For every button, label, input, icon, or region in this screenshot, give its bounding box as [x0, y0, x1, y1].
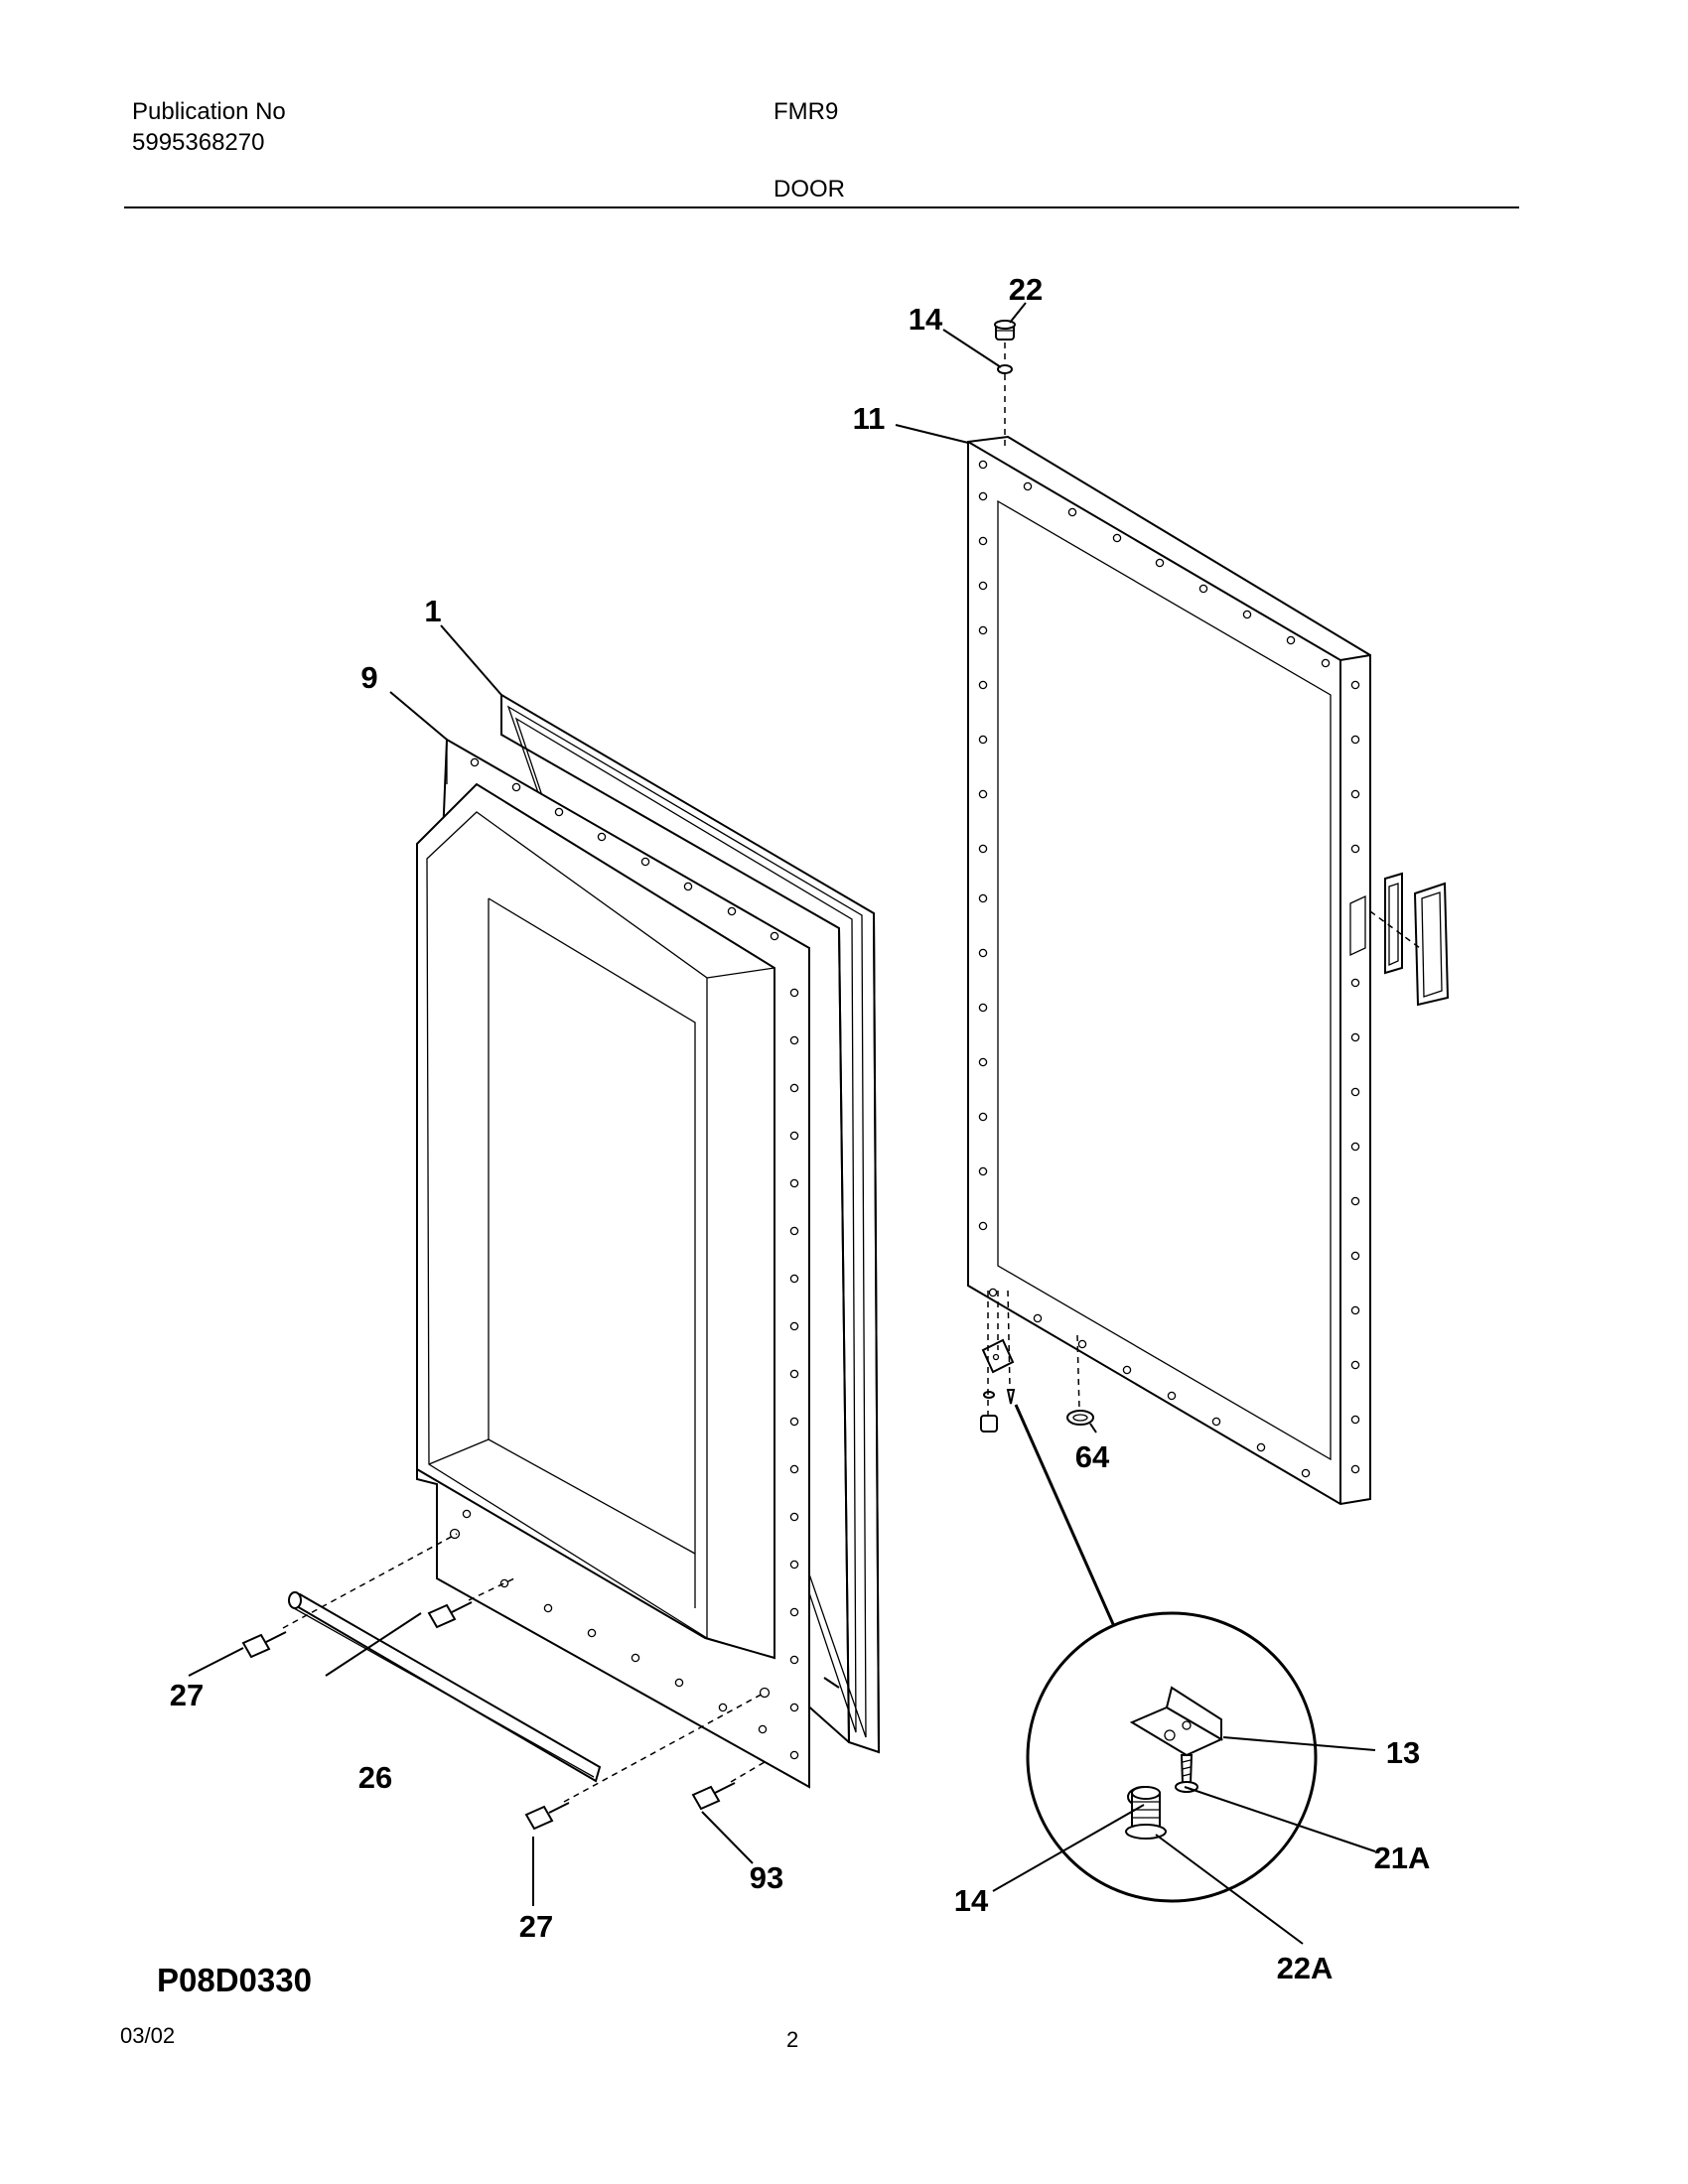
bottom-washer — [983, 1391, 995, 1399]
callout-27-bottom: 27 — [519, 1909, 553, 1944]
footer-date: 03/02 — [120, 2023, 176, 2048]
door-liner — [416, 738, 810, 1789]
callout-22: 22 — [1009, 272, 1043, 307]
publication-number: 5995368270 — [132, 129, 265, 156]
top-washer — [997, 364, 1013, 374]
callout-13: 13 — [1386, 1735, 1420, 1770]
model-number: FMR9 — [774, 98, 839, 125]
screw-27-left — [241, 1631, 287, 1659]
screw-27-mid — [427, 1601, 473, 1629]
callout-93: 93 — [750, 1860, 783, 1895]
callout-26: 26 — [358, 1760, 392, 1795]
callout-9: 9 — [360, 660, 377, 695]
kickplate-strip — [288, 1591, 602, 1783]
detail-circle — [1026, 1611, 1318, 1903]
door-handle — [1384, 872, 1450, 1007]
screw-93 — [691, 1782, 736, 1811]
callout-27-left: 27 — [170, 1678, 204, 1712]
bottom-hinge-bracket — [981, 1338, 1015, 1374]
callout-14-detail: 14 — [954, 1883, 989, 1918]
bottom-screw — [1006, 1389, 1016, 1405]
door-stop-64 — [1066, 1410, 1094, 1426]
top-hinge-pin — [994, 320, 1016, 341]
bottom-hinge-pin — [980, 1415, 998, 1433]
publication-label: Publication No — [132, 98, 286, 125]
callout-14-top: 14 — [909, 302, 943, 337]
detail-hinge-pin — [1125, 1786, 1167, 1840]
callout-21a: 21A — [1374, 1841, 1431, 1875]
callout-1: 1 — [424, 594, 441, 628]
page-number: 2 — [786, 2027, 799, 2052]
callout-64: 64 — [1075, 1439, 1110, 1474]
callout-22a: 22A — [1277, 1951, 1334, 1985]
drawing-code: P08D0330 — [157, 1962, 312, 1998]
screw-27-bottom — [524, 1802, 570, 1831]
door-gasket — [500, 693, 881, 1754]
callout-11: 11 — [853, 401, 886, 436]
header-rule — [124, 206, 1519, 208]
detail-hinge-bracket — [1129, 1686, 1224, 1757]
section-title: DOOR — [774, 176, 845, 203]
outer-door-panel — [967, 435, 1371, 1506]
